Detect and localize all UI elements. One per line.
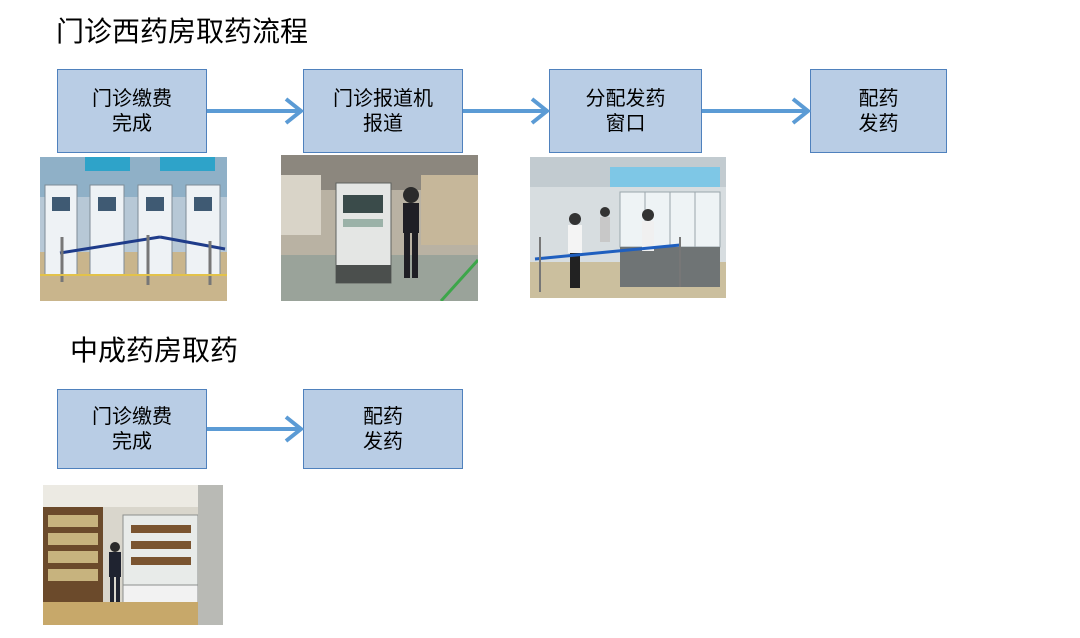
step-label: 分配发药 窗口 bbox=[585, 86, 666, 135]
step-west-checkin: 门诊报道机 报道 bbox=[303, 69, 463, 153]
step-label: 门诊缴费 完成 bbox=[92, 404, 172, 453]
arrow-west-2 bbox=[463, 97, 551, 125]
step-label: 门诊缴费 完成 bbox=[92, 86, 172, 135]
arrow-west-1 bbox=[207, 97, 305, 125]
step-chinese-payment: 门诊缴费 完成 bbox=[57, 389, 207, 469]
step-west-payment: 门诊缴费 完成 bbox=[57, 69, 207, 153]
step-chinese-dispense: 配药 发药 bbox=[303, 389, 463, 469]
step-label: 配药 发药 bbox=[858, 86, 899, 135]
arrow-west-3 bbox=[702, 97, 812, 125]
payment-kiosk-photo bbox=[40, 157, 227, 301]
step-west-dispense: 配药 发药 bbox=[810, 69, 947, 153]
arrow-chinese-1 bbox=[207, 415, 305, 443]
step-label: 配药 发药 bbox=[363, 404, 403, 453]
chinese-pharmacy-title: 中成药房取药 bbox=[70, 334, 239, 367]
west-pharmacy-title: 门诊西药房取药流程 bbox=[56, 15, 309, 48]
step-west-window: 分配发药 窗口 bbox=[549, 69, 702, 153]
step-label: 门诊报道机 报道 bbox=[333, 86, 433, 135]
chinese-pharmacy-photo bbox=[43, 485, 223, 625]
pharmacy-window-photo bbox=[530, 157, 726, 298]
check-in-machine-photo bbox=[281, 155, 478, 301]
